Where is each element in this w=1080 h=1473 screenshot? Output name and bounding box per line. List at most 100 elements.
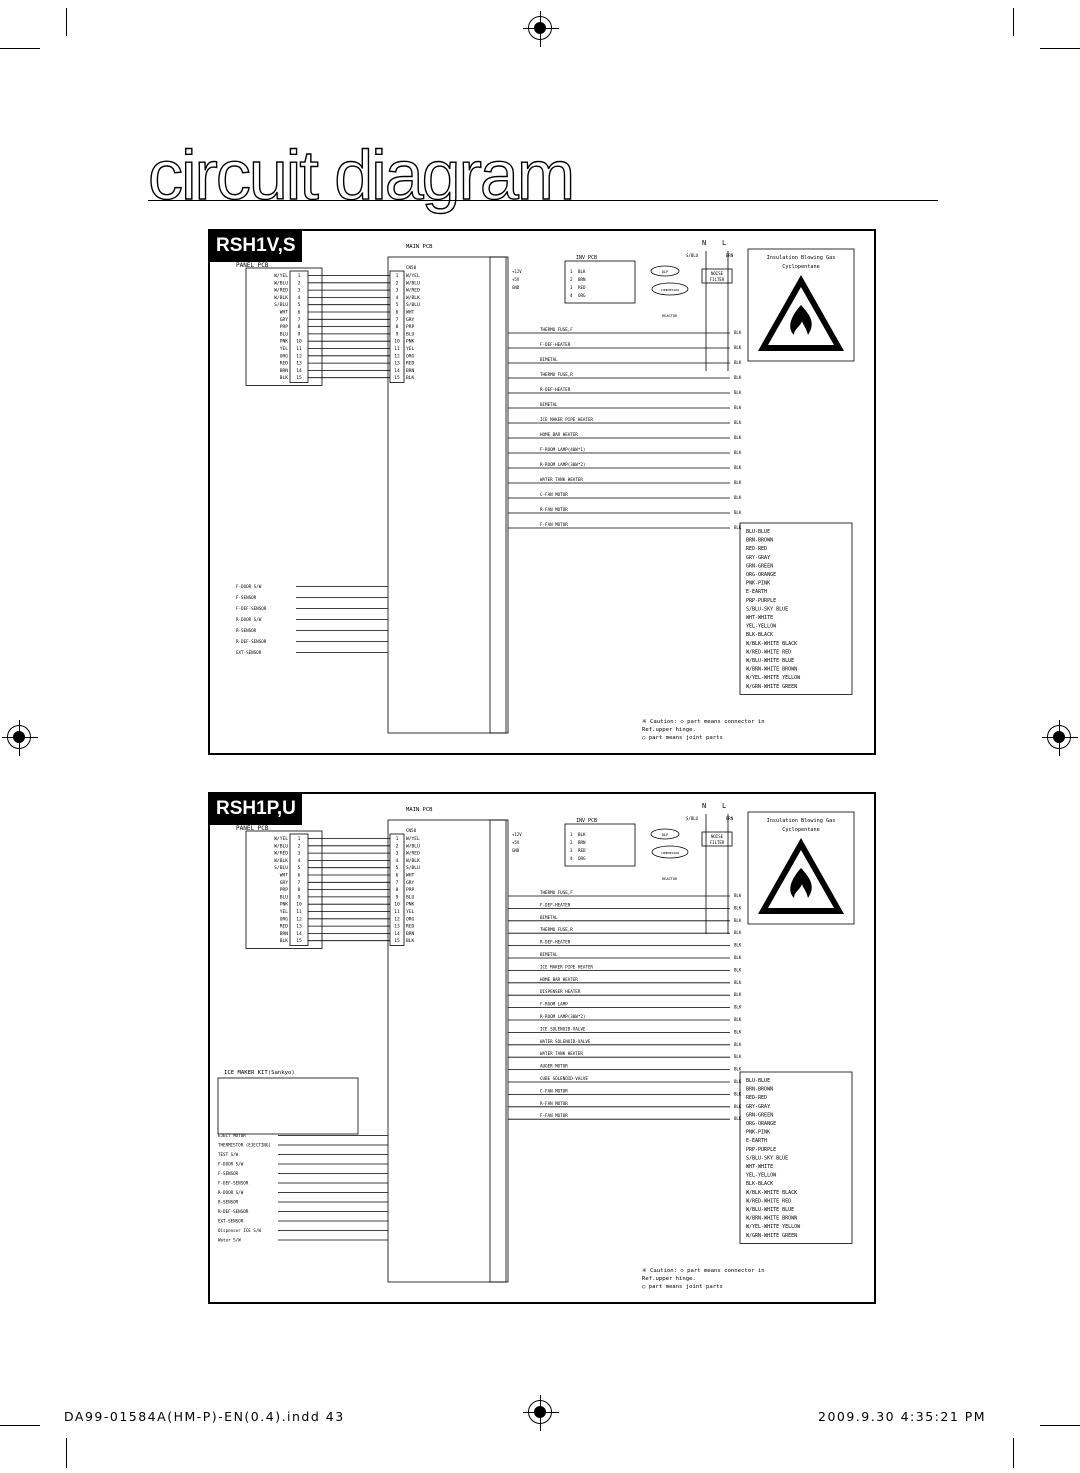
main-pcb-label: MAIN PCB [406,244,433,250]
pin-number: 3 [396,851,399,857]
wire-label: BLK [734,930,742,935]
wire-label: BLK [734,992,742,997]
inv-pcb-outline [564,260,636,304]
load-label: THERMO FUSE,F [540,327,573,332]
registration-mark-icon [523,11,559,47]
pin-number: 5 [396,865,399,871]
wire-label: BLK [734,330,742,335]
pin-number: 9 [396,331,399,337]
load-label: R-ROOM LAMP(30W*2) [540,1014,585,1019]
panel-wire-label: W/BLU [274,280,288,286]
panel-pcb-label: PANEL PCB [236,262,269,269]
pin-number: 6 [396,310,399,316]
wire-label: BLK [734,1116,742,1121]
cn50-wire-label: BRN [406,368,415,374]
compressor-box [651,282,689,296]
wire-label: BLK [734,525,742,530]
wire-label: BLK [734,465,742,470]
cn50-connector [389,270,405,383]
neutral-label: N [702,239,706,247]
load-label: CUBE SOLENOID-VALVE [540,1076,588,1081]
pin-number: 1 [570,269,573,274]
caution-note: ※ Caution: ◇ part means connector in [642,718,765,725]
panel-wire-label: S/BLU [274,865,288,871]
pin-number: 4 [396,858,399,864]
wire-label: S/BLU [686,253,699,258]
wire-label: BLK [734,375,742,380]
pin-number: 7 [396,880,399,886]
legend-item: BRN-BROWN [746,1087,773,1093]
legend-item: W/GRN-WHITE GREEN [746,1233,797,1239]
legend-item: W/BLK-WHITE BLACK [746,1190,797,1196]
load-label: THERMO FUSE,F [540,890,573,895]
wire-label: BLK [734,435,742,440]
panel-wire-label: ORG [280,353,289,359]
legend-item: GRN-GREEN [746,1112,773,1118]
legend-item: ORG-ORANGE [746,1121,776,1127]
crop-mark [66,8,67,36]
panel-wire-label: WHT [280,873,289,879]
crop-mark [1013,1438,1014,1468]
load-label: WATER TANK HEATER [540,477,583,482]
panel-wire-label: BLK [280,938,289,944]
inv-wire-label: ORG [578,293,586,298]
legend-item: W/GRN-WHITE GREEN [746,684,797,690]
caution-note: Ref.upper hinge. [642,727,696,733]
cn50-wire-label: BLU [406,331,415,337]
cn50-wire-label: GRY [406,317,415,323]
legend-item: W/YEL-WHITE YELLOW [746,1224,801,1230]
pin-number: 14 [296,931,302,937]
wire-label: BRN [726,253,734,258]
sensor-label: F-DEF-SENSOR [218,1181,249,1186]
pin-number: 8 [396,324,399,330]
pin-number: 3 [298,288,301,294]
wire-label: BLK [734,1104,742,1109]
panel-wire-label: BLU [280,331,289,337]
wire-label: BLK [734,1054,742,1059]
legend-item: W/BLU-WHITE BLUE [746,1207,794,1213]
compressor-box [651,845,689,859]
legend-item: WHT-WHITE [746,615,773,621]
pin-number: 11 [394,909,400,915]
legend-item: GRY-GRAY [746,555,770,561]
sensor-label: Dispenser ICE S/W [218,1228,261,1233]
sensor-label: F-DOOR S/W [236,584,262,589]
pin-number: 5 [396,302,399,308]
cn50-wire-label: W/BLK [406,295,420,301]
wire-label: BLK [734,345,742,350]
pin-number: 8 [298,887,301,893]
pin-number: 8 [298,324,301,330]
load-label: F-DEF-HEATER [540,902,571,907]
legend-item: BLU-BLUE [746,1078,770,1084]
load-label: R-ROOM LAMP(30W*2) [540,462,585,467]
olp-label: OLP [662,833,669,837]
wire-label: BLK [734,510,742,515]
load-label: C-FAN MOTOR [540,492,568,497]
load-label: C-FAN MOTOR [540,1088,568,1093]
pin-number: 4 [298,295,301,301]
legend-item: PNK-PINK [746,581,770,587]
compressor-label: COMPRESSOR [661,851,679,855]
line-label: L [722,802,726,810]
load-label: R-FAN MOTOR [540,507,568,512]
wire-label: BLK [734,1029,742,1034]
neutral-label: N [702,802,706,810]
panel-pcb-label: PANEL PCB [236,825,269,832]
panel-wire-label: ORG [280,916,289,922]
legend-item: W/BRN-WHITE BROWN [746,667,797,673]
load-label: AUGER MOTOR [540,1064,568,1069]
legend-item: S/BLU-SKY BLUE [746,1155,788,1161]
panel-wire-label: RED [280,924,289,930]
pin-number: 6 [396,873,399,879]
cn50-wire-label: PNK [406,902,415,908]
wire-label: BLK [734,943,742,948]
wire-label: BLK [734,480,742,485]
wire-label: BLK [734,918,742,923]
panel-wire-label: W/BLK [274,858,288,864]
crop-mark [0,48,40,49]
inv-wire-label: BRN [578,277,586,282]
pin-number: 13 [394,361,400,367]
load-label: R-DEF-HEATER [540,940,571,945]
warning-text: Insulation Blowing Gas [767,818,836,824]
main-pcb-outline [387,819,507,1283]
